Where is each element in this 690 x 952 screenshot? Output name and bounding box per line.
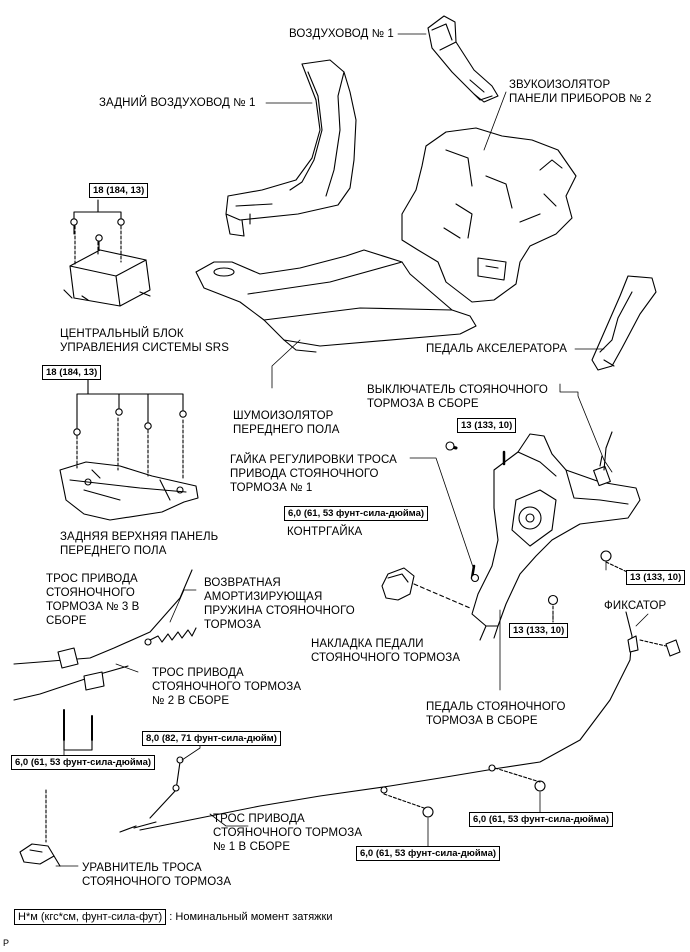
leader-lines: [55, 33, 649, 867]
label-return-spring: ВОЗВРАТНАЯ АМОРТИЗИРУЮЩАЯ ПРУЖИНА СТОЯНО…: [204, 577, 355, 631]
torque-cable-mid: 8,0 (82, 71 фунт-сила-дюйм): [142, 731, 281, 746]
label-rear-air-duct-1: ЗАДНИЙ ВОЗДУХОВОД № 1: [99, 97, 256, 109]
label-adjusting-nut: ГАЙКА РЕГУЛИРОВКИ ТРОСА ПРИВОДА СТОЯНОЧН…: [230, 454, 397, 494]
cables-2-3-part: [13, 569, 193, 843]
torque-cable-right: 6,0 (61, 53 фунт-сила-дюйма): [469, 812, 614, 827]
pedal-pad-part: [381, 567, 471, 609]
accelerator-pedal-part: [591, 275, 657, 371]
return-spring-part: [144, 627, 197, 646]
floor-silencer-part: [195, 249, 477, 353]
cable-1-part: [119, 611, 639, 833]
label-cable-2: ТРОС ПРИВОДА СТОЯНОЧНОГО ТОРМОЗА № 2 В С…: [152, 667, 302, 707]
label-parking-brake-switch: ВЫКЛЮЧАТЕЛЬ СТОЯНОЧНОГО ТОРМОЗА В СБОРЕ: [367, 384, 548, 410]
torque-cable-left: 6,0 (61, 53 фунт-сила-дюйма): [11, 755, 156, 770]
label-pedal-pad: НАКЛАДКА ПЕДАЛИ СТОЯНОЧНОГО ТОРМОЗА: [311, 638, 461, 664]
label-cable-1: ТРОС ПРИВОДА СТОЯНОЧНОГО ТОРМОЗА № 1 В С…: [213, 813, 363, 853]
label-lock-nut: КОНТРГАЙКА: [287, 526, 363, 538]
label-rear-upper-floor-panel: ЗАДНЯЯ ВЕРХНЯЯ ПАНЕЛЬ ПЕРЕДНЕГО ПОЛА: [60, 531, 219, 557]
rear-air-duct-1-part: [225, 59, 357, 237]
torque-floor-panel: 18 (184, 13): [42, 365, 102, 380]
legend-text: : Номинальный момент затяжки: [169, 911, 333, 923]
parking-brake-pedal-part: [445, 431, 677, 641]
equalizer-part: [19, 843, 61, 867]
label-cable-3: ТРОС ПРИВОДА СТОЯНОЧНОГО ТОРМОЗА № 3 В С…: [46, 573, 140, 627]
label-air-duct-1: ВОЗДУХОВОД № 1: [289, 28, 394, 40]
srs-unit-part: [63, 199, 151, 307]
torque-locknut: 6,0 (61, 53 фунт-сила-дюйма): [284, 506, 429, 521]
legend-unit: Н*м (кгс*см, фунт-сила-фут): [14, 909, 167, 925]
torque-pedal-top: 13 (133, 10): [457, 418, 517, 433]
torque-pedal-bottom: 13 (133, 10): [509, 623, 569, 638]
label-accelerator-pedal: ПЕДАЛЬ АКСЕЛЕРАТОРА: [426, 343, 567, 355]
corner-mark: P: [3, 938, 10, 948]
air-duct-1-part: [427, 15, 499, 103]
retainer-part: [639, 639, 681, 657]
label-retainer: ФИКСАТОР: [604, 600, 667, 612]
label-parking-brake-pedal: ПЕДАЛЬ СТОЯНОЧНОГО ТОРМОЗА В СБОРЕ: [426, 701, 566, 727]
torque-pedal-right: 13 (133, 10): [626, 570, 686, 585]
label-equalizer: УРАВНИТЕЛЬ ТРОСА СТОЯНОЧНОГО ТОРМОЗА: [82, 862, 232, 888]
torque-srs: 18 (184, 13): [89, 183, 149, 198]
label-floor-silencer: ШУМОИЗОЛЯТОР ПЕРЕДНЕГО ПОЛА: [233, 410, 340, 436]
floor-panel-part: [59, 377, 199, 521]
silencer-2-part: [401, 127, 577, 303]
torque-cable-bottom: 6,0 (61, 53 фунт-сила-дюйма): [356, 846, 501, 861]
label-srs-unit: ЦЕНТРАЛЬНЫЙ БЛОК УПРАВЛЕНИЯ СИСТЕМЫ SRS: [60, 328, 229, 354]
label-silencer-2: ЗВУКОИЗОЛЯТОР ПАНЕЛИ ПРИБОРОВ № 2: [509, 79, 652, 105]
legend: Н*м (кгс*см, фунт-сила-фут) : Номинальны…: [14, 909, 333, 925]
